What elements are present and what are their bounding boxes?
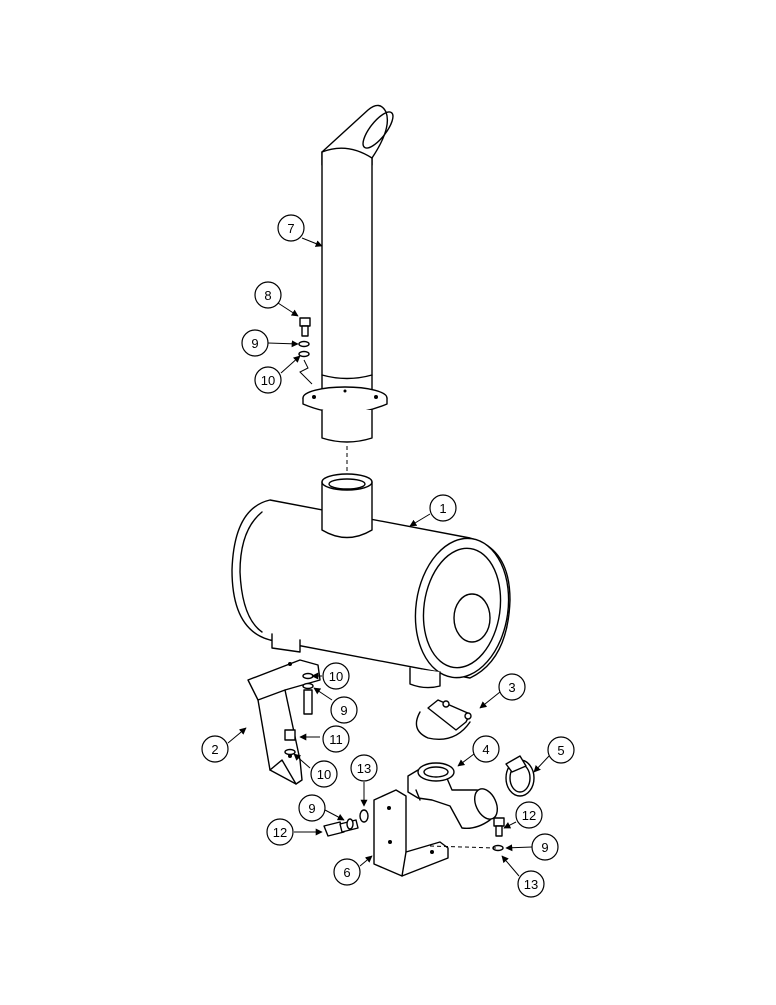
leader-lines (227, 237, 550, 877)
callout-5: 5 (547, 736, 575, 764)
callout-11: 11 (322, 725, 350, 753)
callout-7: 7 (277, 214, 305, 242)
callout-9-lower-right-label: 9 (541, 840, 548, 855)
callout-4: 4 (472, 735, 500, 763)
callout-13-bottom-label: 13 (524, 877, 538, 892)
callout-8: 8 (254, 281, 282, 309)
hardware-bracket (284, 672, 314, 756)
callout-12-left: 12 (266, 818, 294, 846)
callout-6: 6 (333, 858, 361, 886)
callout-13-top: 13 (350, 754, 378, 782)
callout-1-label: 1 (439, 501, 446, 516)
callout-2-label: 2 (211, 742, 218, 757)
hardware-stack (298, 317, 313, 385)
muffler (231, 473, 511, 689)
callout-3-label: 3 (508, 680, 515, 695)
callout-9-stack: 9 (241, 329, 269, 357)
callout-10-bracket-top-label: 10 (329, 669, 343, 684)
hardware-lower (323, 809, 505, 852)
callout-5-label: 5 (557, 743, 564, 758)
u-bolt-clamp (415, 699, 472, 740)
callout-10-bracket-top: 10 (322, 662, 350, 690)
callout-9-lower-left-label: 9 (308, 801, 315, 816)
callout-12-right-label: 12 (522, 808, 536, 823)
callout-12-right: 12 (515, 801, 543, 829)
callout-10-stack: 10 (254, 366, 282, 394)
callout-10-bracket-bottom-label: 10 (317, 767, 331, 782)
bracket-right (373, 789, 449, 877)
callout-13-top-label: 13 (357, 761, 371, 776)
callout-9-stack-label: 9 (251, 336, 258, 351)
callout-9-lower-left: 9 (298, 794, 326, 822)
callout-8-label: 8 (264, 288, 271, 303)
exhaust-elbow (407, 762, 499, 830)
callout-13-bottom: 13 (517, 870, 545, 898)
callout-9-bracket: 9 (330, 696, 358, 724)
callout-10-stack-label: 10 (261, 373, 275, 388)
callout-9-bracket-label: 9 (340, 703, 347, 718)
callout-7-label: 7 (287, 221, 294, 236)
callout-4-label: 4 (482, 742, 489, 757)
callout-3: 3 (498, 673, 526, 701)
callout-10-bracket-bottom: 10 (310, 760, 338, 788)
callout-2: 2 (201, 735, 229, 763)
callout-11-label: 11 (329, 732, 343, 747)
exhaust-stack-pipe (302, 104, 394, 443)
callout-12-left-label: 12 (273, 825, 287, 840)
band-clamp (505, 755, 535, 797)
callout-9-lower-right: 9 (531, 833, 559, 861)
callout-1: 1 (429, 494, 457, 522)
callout-6-label: 6 (343, 865, 350, 880)
